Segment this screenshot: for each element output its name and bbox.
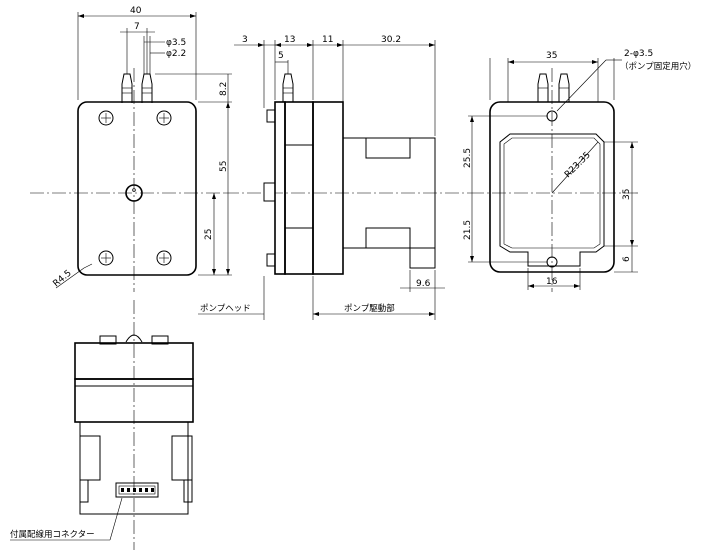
dim-total-width: 40 bbox=[130, 6, 142, 16]
dim-mount-hole-spacing: 35 bbox=[546, 51, 557, 61]
dim-pitch: 7 bbox=[134, 22, 140, 32]
label-mount-hole: 2-φ3.5 bbox=[624, 49, 653, 59]
dim-bore-radius: R23.35 bbox=[563, 150, 593, 180]
dim-outer-dia: φ3.5 bbox=[166, 38, 186, 48]
dim-motor-length: 30.2 bbox=[381, 35, 401, 45]
connector-pins bbox=[121, 488, 154, 492]
side-view bbox=[198, 40, 470, 320]
dim-flange: 3 bbox=[242, 35, 248, 45]
dim-nozzle-height: 8.2 bbox=[219, 82, 229, 96]
label-pump-head: ポンプヘッド bbox=[200, 304, 251, 314]
label-connector: 付属配線用コネクター bbox=[10, 529, 95, 540]
label-pump-drive: ポンプ駆動部 bbox=[344, 303, 395, 314]
front-view bbox=[30, 12, 232, 292]
dim-foot-width: 9.6 bbox=[416, 279, 431, 289]
bottom-view bbox=[10, 300, 194, 550]
dim-lower-span: 21.5 bbox=[463, 220, 473, 240]
dim-slot-width: 16 bbox=[546, 277, 558, 287]
dim-center-height: 25 bbox=[204, 229, 214, 240]
rear-view bbox=[468, 58, 640, 292]
label-mount-hole-note: （ポンプ固定用穴） bbox=[620, 61, 696, 72]
dim-corner-radius: R4.5 bbox=[52, 268, 74, 289]
dim-nozzle-offset: 5 bbox=[278, 51, 284, 61]
dim-side-height: 35 bbox=[622, 189, 632, 200]
dim-head-depth: 13 bbox=[284, 35, 295, 45]
dim-body-height: 55 bbox=[219, 161, 229, 172]
dim-gap: 11 bbox=[322, 35, 333, 45]
dim-upper-span: 25.5 bbox=[463, 148, 473, 168]
dim-inner-dia: φ2.2 bbox=[166, 49, 186, 59]
dim-bottom-offset: 6 bbox=[622, 256, 632, 262]
